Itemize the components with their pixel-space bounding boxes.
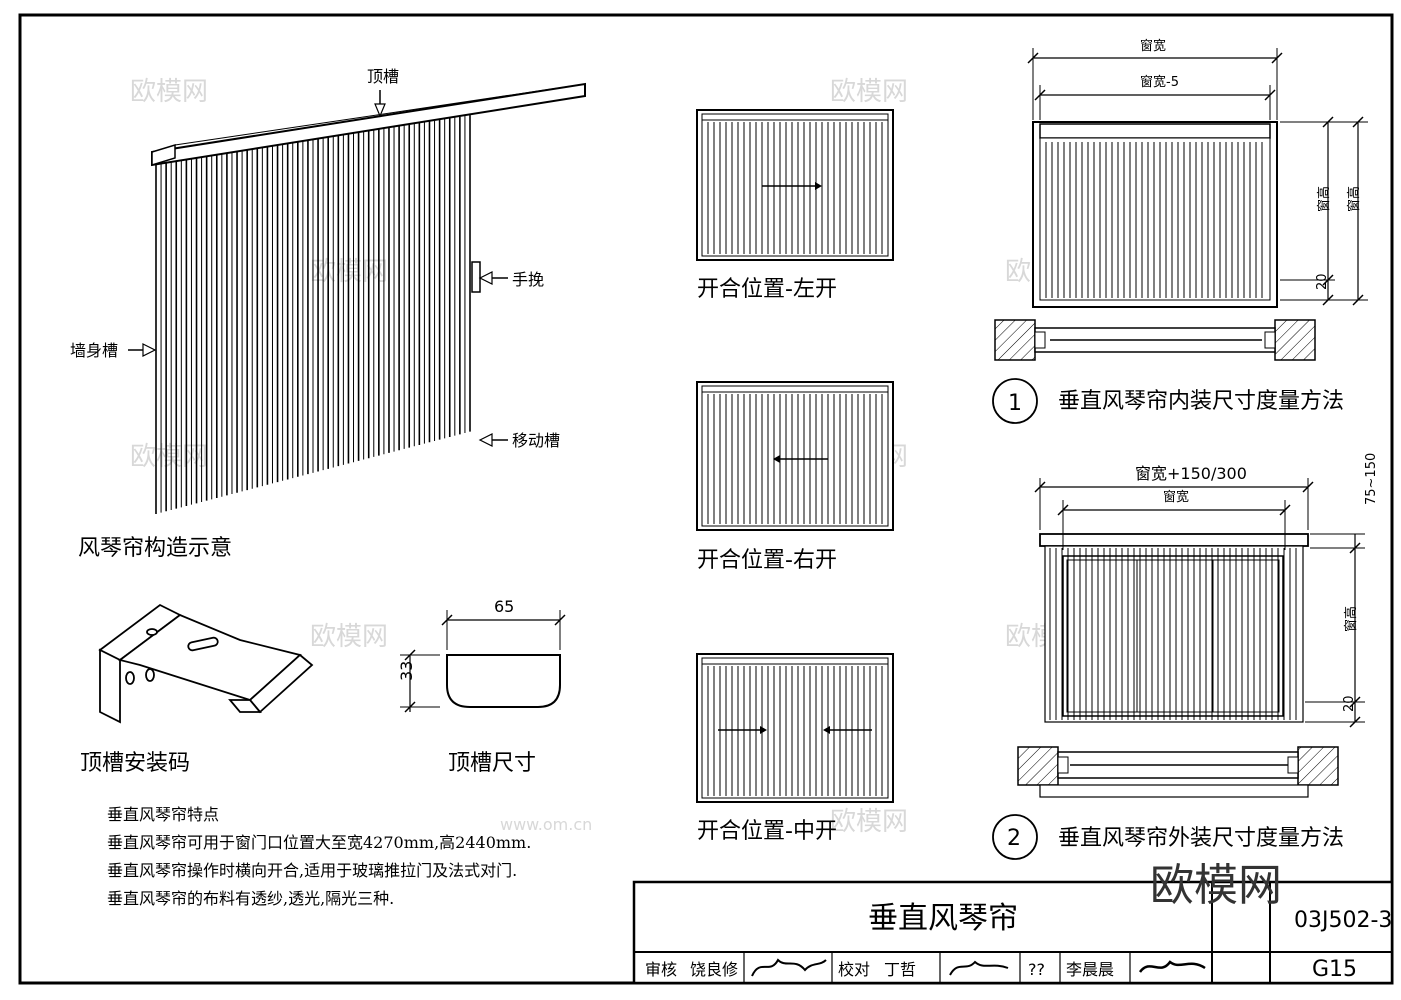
watermark: 欧模网 bbox=[310, 622, 388, 652]
watermark-logo: 欧模网 bbox=[1150, 860, 1282, 911]
feature-notes: 垂直风琴帘特点 垂直风琴帘可用于窗门口位置大至宽4270mm,高2440mm. … bbox=[107, 805, 531, 908]
dim-inner-width-minus5: 窗宽-5 bbox=[1140, 74, 1179, 90]
title-block: 垂直风琴帘 03J502-3 G15 审核 饶良修 校对 丁哲 ?? 李晨晨 bbox=[632, 880, 1394, 985]
label-moving-track: 移动槽 bbox=[512, 431, 560, 450]
pleats-right bbox=[707, 394, 883, 524]
drawing-code: 03J502-3 bbox=[1294, 908, 1392, 933]
check-label: 校对 bbox=[838, 960, 870, 979]
checker-name: 丁哲 bbox=[884, 960, 916, 979]
arrow-moving-track bbox=[478, 433, 508, 447]
dim-outer-20: 20 bbox=[1342, 695, 1357, 712]
note-line: 垂直风琴帘特点 bbox=[107, 805, 219, 824]
page-number: G15 bbox=[1312, 957, 1357, 982]
arrow-wall-track bbox=[128, 343, 157, 357]
direction-arrowhead bbox=[773, 455, 780, 463]
direction-arrowhead bbox=[760, 726, 767, 734]
method1-number: 1 bbox=[1008, 391, 1022, 416]
pleats-center bbox=[707, 666, 883, 796]
watermark: 欧模网 bbox=[130, 442, 208, 472]
note-line: 垂直风琴帘可用于窗门口位置大至宽4270mm,高2440mm. bbox=[107, 833, 531, 852]
label-top-track: 顶槽 bbox=[367, 67, 399, 86]
dim-inner-height-2: 窗高 bbox=[1346, 186, 1362, 212]
structure-diagram: 顶槽 手挽 墙身槽 移动槽 风琴帘构造示意 bbox=[70, 67, 586, 561]
watermark: 欧模网 bbox=[830, 77, 908, 107]
checker-signature bbox=[949, 960, 1009, 976]
dim-outer-width: 窗宽 bbox=[1163, 489, 1189, 505]
arrow-handle bbox=[478, 271, 508, 285]
review-label: 审核 bbox=[645, 960, 677, 979]
dim-inner-width: 窗宽 bbox=[1140, 38, 1166, 54]
direction-arrowhead bbox=[815, 182, 822, 190]
caption-method1: 垂直风琴帘内装尺寸度量方法 bbox=[1058, 389, 1344, 414]
pleats-inner bbox=[1045, 142, 1263, 298]
watermark: 欧模网 bbox=[830, 807, 908, 837]
dim-inner-20: 20 bbox=[1315, 273, 1330, 290]
open-right-diagram: 开合位置-右开 bbox=[696, 381, 894, 573]
dim-outer-75-150: 75~150 bbox=[1364, 453, 1379, 505]
open-center-diagram: 开合位置-中开 bbox=[696, 653, 894, 844]
caption-structure: 风琴帘构造示意 bbox=[78, 536, 232, 561]
arrow-top-track bbox=[374, 90, 386, 118]
track-size-diagram: 65 33 顶槽尺寸 bbox=[397, 597, 566, 776]
designer-signature bbox=[1138, 960, 1206, 973]
caption-method2: 垂直风琴帘外装尺寸度量方法 bbox=[1058, 826, 1344, 851]
reviewer-signature bbox=[751, 958, 827, 977]
caption-open-center: 开合位置-中开 bbox=[697, 819, 837, 844]
direction-arrowhead bbox=[823, 726, 830, 734]
outer-mount-diagram: 窗宽+150/300 窗宽 75~150 窗高 20 2 垂直风琴帘外装尺寸度量… bbox=[992, 453, 1379, 860]
dim-65: 65 bbox=[494, 597, 514, 616]
dim-33: 33 bbox=[397, 661, 416, 681]
open-left-diagram: 开合位置-左开 bbox=[696, 109, 894, 302]
watermark: www.om.cn bbox=[500, 815, 592, 834]
caption-open-right: 开合位置-右开 bbox=[697, 548, 837, 573]
dim-outer-height: 窗高 bbox=[1343, 606, 1359, 632]
top-track-end bbox=[151, 143, 176, 167]
caption-open-left: 开合位置-左开 bbox=[697, 277, 837, 302]
label-wall-track: 墙身槽 bbox=[70, 341, 118, 360]
method2-number: 2 bbox=[1007, 826, 1021, 851]
note-line: 垂直风琴帘的布料有透纱,透光,隔光三种. bbox=[107, 889, 394, 908]
dim-outer-width-plus: 窗宽+150/300 bbox=[1135, 464, 1247, 483]
reviewer-name: 饶良修 bbox=[690, 960, 738, 979]
label-handle: 手挽 bbox=[512, 270, 544, 289]
caption-track-size: 顶槽尺寸 bbox=[448, 751, 536, 776]
designer-name: 李晨晨 bbox=[1066, 960, 1114, 979]
handle-shape bbox=[471, 261, 481, 293]
pleats-left bbox=[707, 122, 883, 254]
note-line: 垂直风琴帘操作时横向开合,适用于玻璃推拉门及法式对门. bbox=[107, 861, 517, 880]
design-label: ?? bbox=[1028, 960, 1045, 979]
pleated-fabric bbox=[155, 115, 471, 514]
watermark: 欧模网 bbox=[130, 77, 208, 107]
bracket-diagram: 顶槽安装码 bbox=[80, 603, 314, 776]
pleats-outer bbox=[1049, 548, 1297, 720]
caption-bracket: 顶槽安装码 bbox=[80, 751, 190, 776]
inner-mount-diagram: 窗宽 窗宽-5 窗高 窗高 20 1 垂直风琴帘内装尺寸度量方法 bbox=[992, 38, 1368, 424]
drawing-title: 垂直风琴帘 bbox=[868, 901, 1018, 936]
dim-inner-height: 窗高 bbox=[1316, 186, 1332, 212]
